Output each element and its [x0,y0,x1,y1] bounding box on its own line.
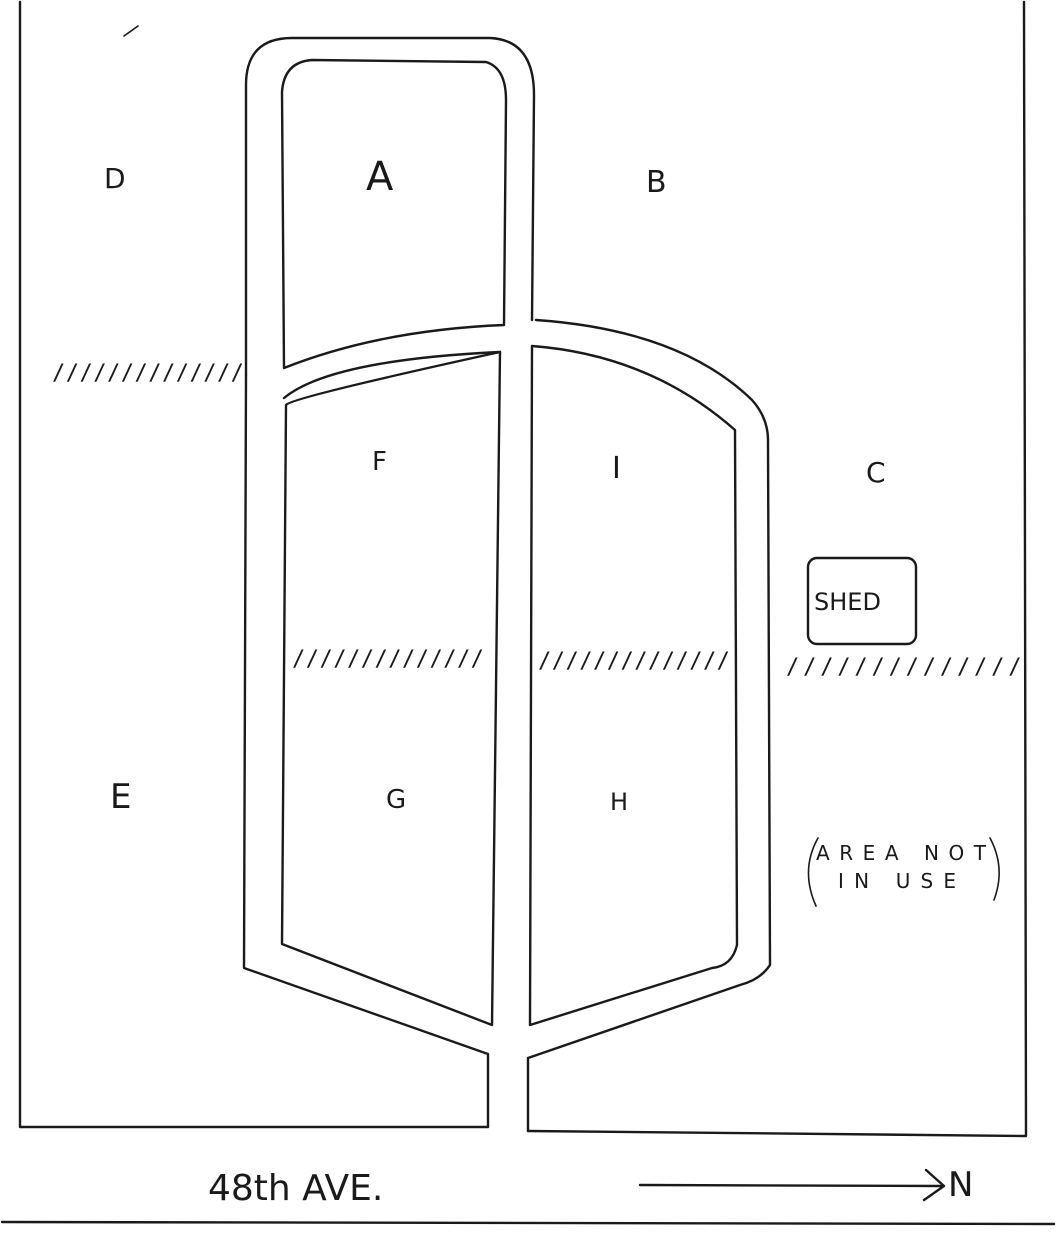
north-arrow-icon [638,1168,946,1202]
road-right-outer [526,318,772,1133]
road-left-outer [242,373,490,1129]
note-paren-right [989,837,1000,901]
note-paren-left [807,837,819,907]
hatch-left: ////////////// [52,361,244,386]
note-line-2: IN USE [838,869,956,893]
pen-mark [123,25,139,37]
note-line-1: AREA NOT [816,841,987,865]
hatch-ih: ////////////// [538,649,730,674]
area-label-d: D [104,162,126,195]
hatch-fg: ////////////// [292,647,484,672]
area-label-b: B [646,165,667,200]
area-label-i: I [612,451,621,486]
area-label-c: C [866,456,886,489]
area-label-e: E [110,777,131,817]
road-a-inner [280,58,508,370]
property-boundary [18,0,1028,1138]
area-label-g: G [386,785,406,815]
street-label: 48th AVE. [208,1168,383,1209]
shed-box [806,556,918,646]
block-ih [528,344,739,1027]
road-a-outer [244,36,536,377]
north-label: N [948,1165,973,1205]
road-cross-upper [282,350,502,400]
shed-label: SHED [814,588,881,616]
hatch-right: ////////////// [786,655,1022,680]
area-label-a: A [366,154,394,200]
bottom-rule [0,1220,1056,1226]
area-label-h: H [610,788,628,816]
area-label-f: F [372,447,387,477]
block-fg [280,350,502,1027]
